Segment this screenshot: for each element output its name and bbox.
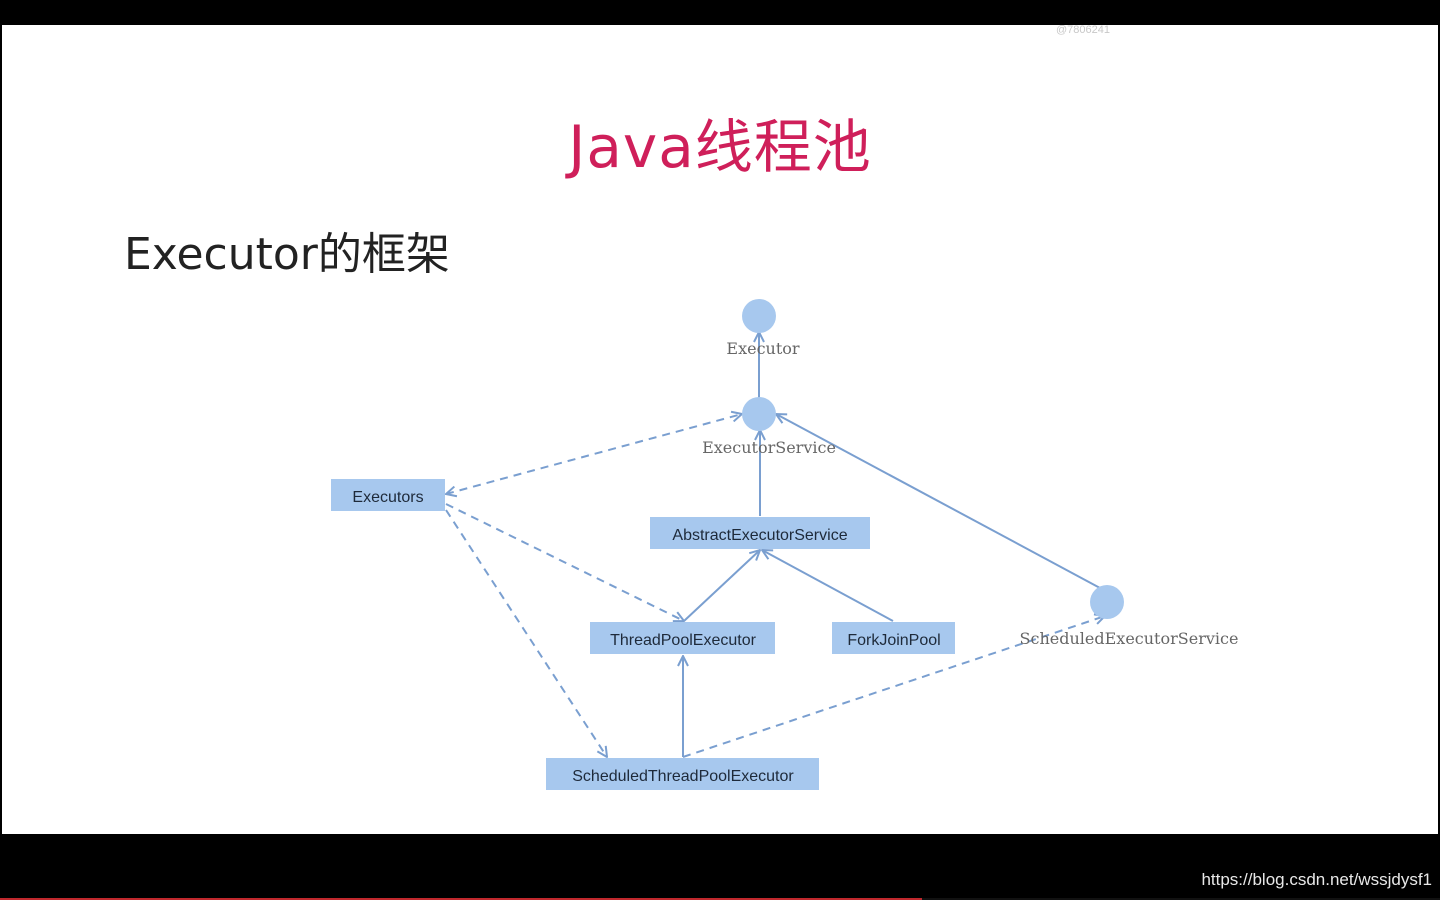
class-box-abstractexecutorservice: AbstractExecutorService: [650, 517, 870, 549]
class-label-abstractexecutorservice: AbstractExecutorService: [672, 527, 847, 544]
interface-label-scheduledexecutorservice: ScheduledExecutorService: [1020, 629, 1239, 648]
slide-title: Java线程池: [568, 113, 872, 181]
class-label-forkjoinpool: ForkJoinPool: [847, 632, 940, 649]
interface-node-scheduledexecutorservice: ScheduledExecutorService: [1020, 585, 1239, 648]
inheritance-edges: [683, 332, 1101, 757]
interface-label-executor: Executor: [726, 339, 800, 358]
class-box-executors: Executors: [331, 479, 445, 511]
edge-forkjoin-to-abstract: [762, 550, 894, 622]
video-progress-bar[interactable]: [0, 898, 1440, 900]
interface-node-executorservice: ExecutorService: [702, 397, 836, 457]
source-url-watermark: https://blog.csdn.net/wssjdysf1: [1201, 870, 1432, 889]
dependency-edges: [446, 414, 1105, 757]
class-box-scheduledthreadpoolexecutor: ScheduledThreadPoolExecutor: [546, 758, 819, 790]
top-watermark: @7806241: [1056, 24, 1110, 36]
class-box-threadpoolexecutor: ThreadPoolExecutor: [590, 622, 775, 654]
video-progress-fill: [0, 898, 922, 900]
class-label-scheduledthreadpoolexecutor: ScheduledThreadPoolExecutor: [572, 768, 794, 785]
class-label-threadpoolexecutor: ThreadPoolExecutor: [610, 632, 757, 649]
class-label-executors: Executors: [352, 489, 423, 506]
bottom-black-bar: [0, 834, 1440, 900]
edge-executors-to-threadpool: [445, 503, 684, 621]
edge-executors-to-scheduledthreadpool: [445, 509, 607, 757]
slide-subtitle: Executor的框架: [124, 229, 450, 280]
edge-scheduledthreadpool-to-scheduledservice: [682, 616, 1105, 758]
class-box-forkjoinpool: ForkJoinPool: [832, 622, 955, 654]
interface-node-executor: Executor: [726, 299, 800, 358]
edge-executors-to-executorservice: [446, 414, 742, 494]
edge-threadpool-to-abstract: [683, 550, 760, 622]
interface-label-executorservice: ExecutorService: [702, 438, 836, 457]
top-black-bar: [0, 0, 1440, 25]
edge-scheduledservice-to-executorservice: [776, 414, 1101, 589]
